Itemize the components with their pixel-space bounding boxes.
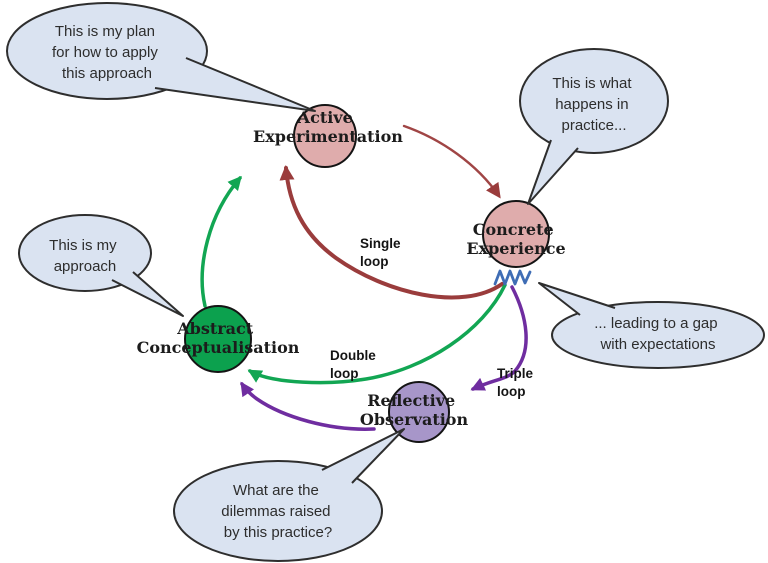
node-active-experimentation [293,104,357,168]
active-experimentation-circle [293,104,357,168]
practice-bubble-shape [519,48,669,154]
abstract-conceptualisation-label: Abstract Conceptualisation [137,319,300,357]
node-abstract-conceptualisation [184,305,252,373]
dilemmas-bubble-text: What are the dilemmas raised by this pra… [221,482,334,541]
double-loop-label: Double loop [330,348,380,381]
reflective-observation-circle [388,381,450,443]
node-reflective-observation [388,381,450,443]
active-experimentation-label: Active Experimentation [253,108,403,146]
plan-bubble-shape [6,2,208,100]
speech-bubble-dilemmas: What are the dilemmas raised by this pra… [173,428,405,562]
arrow-triple-loop [470,285,528,391]
approach-bubble-shape [18,214,152,292]
dilemmas-bubble-tail [321,428,405,484]
gap-bubble-shape [551,301,765,369]
gap-zigzag-icon [493,269,532,286]
approach-bubble-text: This is my approach [49,237,121,275]
practice-bubble-tail [527,139,579,205]
approach-bubble-tail [111,271,184,317]
node-concrete-experience [482,200,550,268]
speech-bubble-practice: This is what happens in practice... [519,48,669,205]
abstract-conceptualisation-circle [184,305,252,373]
concrete-experience-circle [482,200,550,268]
arrow-reflective-to-abstract [240,381,376,431]
gap-bubble-tail [538,282,616,316]
concrete-experience-label: Concrete Experience [466,220,565,258]
reflective-observation-label: Reflective Observation [360,391,469,429]
plan-bubble-tail [154,57,316,112]
gap-bubble-text: ... leading to a gap with expectations [594,315,722,353]
speech-bubble-plan: This is my plan for how to apply this ap… [6,2,316,112]
speech-bubble-approach: This is my approach [18,214,184,317]
single-loop-label: Single loop [360,236,404,269]
arrow-layer [200,124,532,431]
speech-bubble-gap: ... leading to a gap with expectations [538,282,765,369]
arrow-abstract-to-active [200,175,242,308]
arrow-single-loop [279,165,504,300]
triple-loop-label: Triple loop [497,366,537,399]
dilemmas-bubble-shape [173,460,383,562]
arrow-double-loop [247,283,507,385]
practice-bubble-text: This is what happens in practice... [552,75,635,134]
arrow-active-to-concrete [402,124,501,199]
plan-bubble-text: This is my plan for how to apply this ap… [52,23,162,82]
